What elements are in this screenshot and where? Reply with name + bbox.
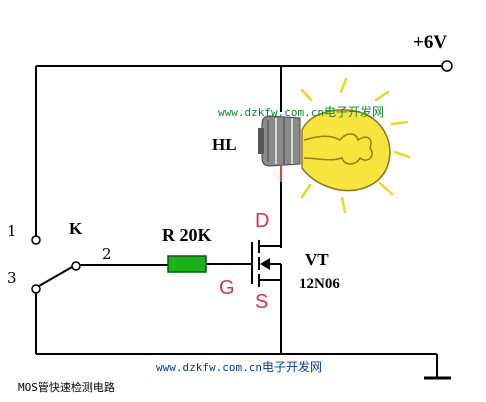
switch-lever [38,266,73,287]
supply-terminal [441,60,453,72]
lamp-rays [300,77,411,214]
gate-label: G [219,277,235,299]
transistor-model: 12N06 [299,276,340,292]
watermark-bottom-url: www.dzkfw.com.cn [156,361,262,374]
watermark-top-url: www.dzkfw.com.cn [218,106,324,119]
resistor [167,255,207,273]
lamp-label: HL [212,135,237,154]
switch-pin2-label: 2 [102,245,112,263]
watermark-top: www.dzkfw.com.cn电子开发网 [218,106,384,118]
switch-pin2-terminal [71,261,81,271]
lamp-bulb [301,109,391,192]
supply-label: +6V [413,32,448,53]
resistor-label: R 20K [162,225,212,245]
switch-pin1-label: 1 [7,222,17,240]
switch-label: K [69,219,83,238]
switch-pin1-terminal [31,235,41,245]
switch-pin3-terminal [31,284,41,294]
source-label: S [255,291,269,313]
lamp-filament [303,133,373,165]
lamp-base [258,115,301,167]
diagram-caption: MOS管快速检测电路 [18,381,115,394]
switch-pin3-label: 3 [7,269,17,287]
watermark-top-text: 电子开发网 [323,105,384,119]
transistor-label: VT [305,250,329,269]
mosfet-arrow [260,258,270,270]
mosfet-symbol [251,240,282,287]
watermark-bottom: www.dzkfw.com.cn电子开发网 [156,361,322,373]
watermark-bottom-text: 电子开发网 [261,360,322,374]
drain-label: D [255,210,270,232]
